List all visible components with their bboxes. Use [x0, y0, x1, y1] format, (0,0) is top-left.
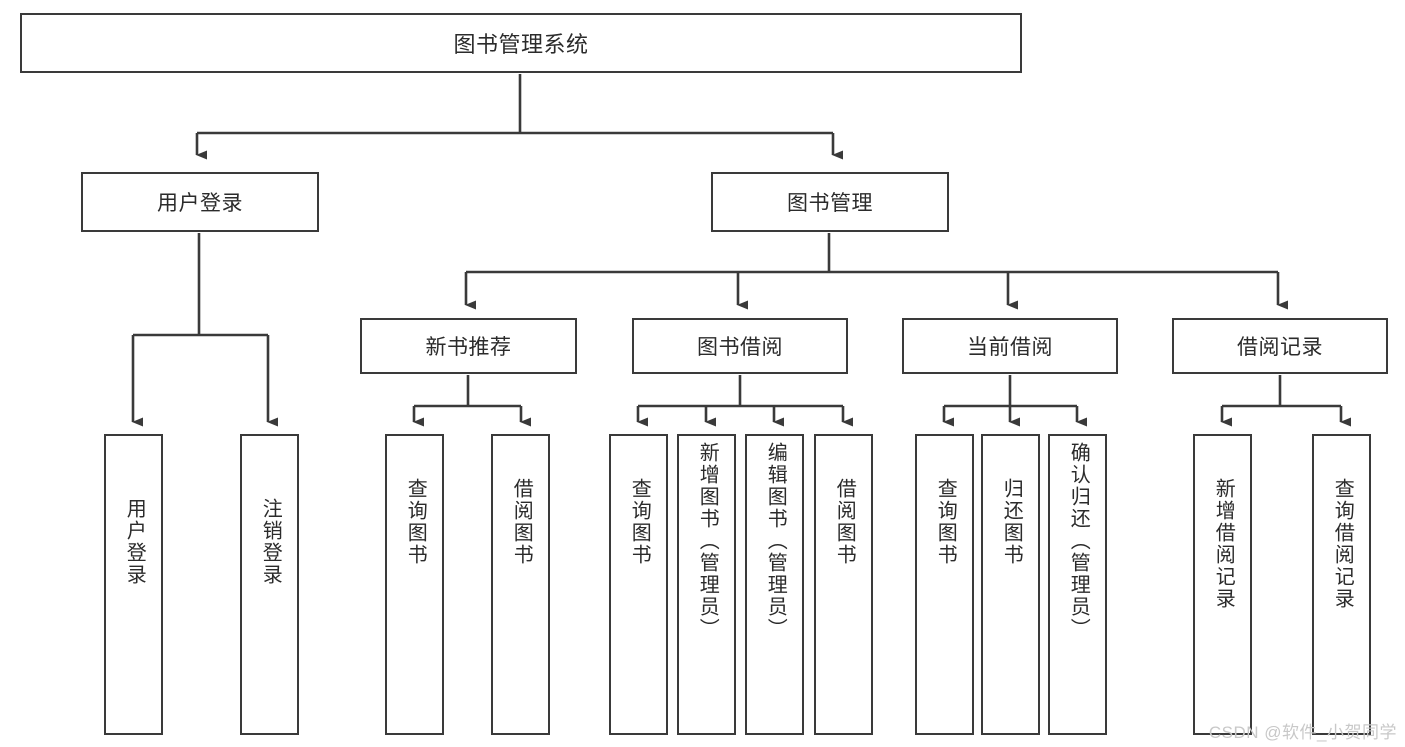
- node-label: 查询图书: [934, 478, 957, 566]
- node-leaf-add-book[interactable]: 新增图书（管理员）: [677, 434, 736, 735]
- node-leaf-confirm-return[interactable]: 确认归还（管理员）: [1048, 434, 1107, 735]
- node-label: 借阅图书: [510, 478, 533, 566]
- node-label: 归还图书: [1000, 478, 1023, 566]
- csdn-watermark: CSDN @软件_小贺同学: [1208, 723, 1397, 742]
- node-label: 查询借阅记录: [1331, 478, 1354, 610]
- node-new-book-recommend[interactable]: 新书推荐: [360, 318, 577, 374]
- node-label: 新书推荐: [425, 336, 512, 359]
- node-label: 注销登录: [259, 498, 282, 586]
- node-leaf-borrow-book[interactable]: 借阅图书: [814, 434, 873, 735]
- node-user-login[interactable]: 用户登录: [81, 172, 319, 232]
- node-label: 图书借阅: [697, 336, 783, 359]
- node-label: 借阅记录: [1237, 336, 1323, 359]
- node-leaf-query-borrow-record[interactable]: 查询借阅记录: [1312, 434, 1371, 735]
- node-current-borrow[interactable]: 当前借阅: [902, 318, 1118, 374]
- node-label: 图书管理系统: [453, 32, 589, 57]
- node-leaf-edit-book[interactable]: 编辑图书（管理员）: [745, 434, 804, 735]
- node-leaf-return-book[interactable]: 归还图书: [981, 434, 1040, 735]
- node-label: 借阅图书: [833, 478, 856, 566]
- node-label: 用户登录: [157, 192, 243, 215]
- node-label: 查询图书: [404, 478, 427, 566]
- node-leaf-query-book-borrow[interactable]: 查询图书: [609, 434, 668, 735]
- node-leaf-add-borrow-record[interactable]: 新增借阅记录: [1193, 434, 1252, 735]
- node-book-management[interactable]: 图书管理: [711, 172, 949, 232]
- node-leaf-query-book-current[interactable]: 查询图书: [915, 434, 974, 735]
- node-leaf-query-book-recommend[interactable]: 查询图书: [385, 434, 444, 735]
- node-label: 新增借阅记录: [1212, 478, 1235, 610]
- node-label: 查询图书: [628, 478, 651, 566]
- node-book-borrow[interactable]: 图书借阅: [632, 318, 848, 374]
- node-label: 编辑图书（管理员）: [764, 442, 787, 640]
- node-leaf-borrow-book-recommend[interactable]: 借阅图书: [491, 434, 550, 735]
- node-label: 用户登录: [123, 498, 146, 586]
- node-label: 图书管理: [787, 192, 873, 215]
- node-label: 确认归还（管理员）: [1067, 442, 1090, 640]
- node-label: 新增图书（管理员）: [696, 442, 719, 640]
- node-root-book-management-system[interactable]: 图书管理系统: [20, 13, 1022, 73]
- node-label: 当前借阅: [967, 336, 1053, 359]
- node-leaf-user-login[interactable]: 用户登录: [104, 434, 163, 735]
- node-borrow-record[interactable]: 借阅记录: [1172, 318, 1388, 374]
- node-leaf-user-logout[interactable]: 注销登录: [240, 434, 299, 735]
